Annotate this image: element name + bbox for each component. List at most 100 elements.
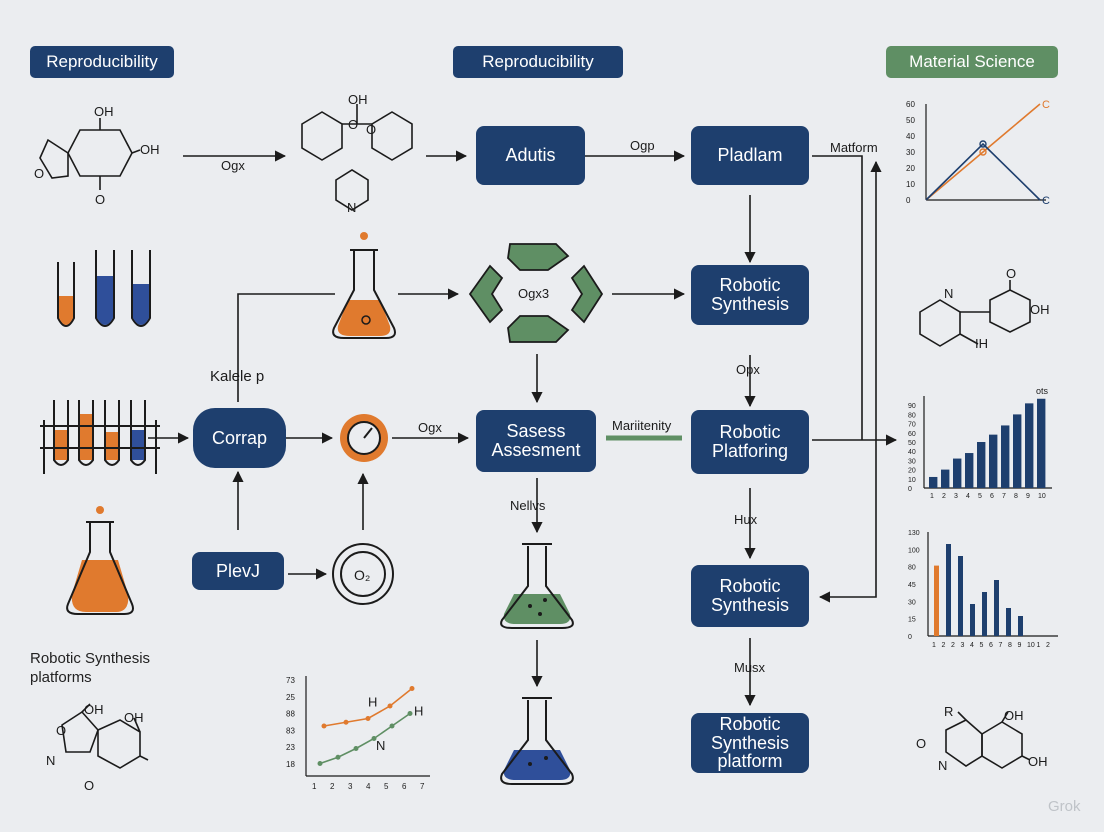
y-tick-label: 60 xyxy=(908,431,916,438)
mol5-label: O xyxy=(916,736,926,751)
bar xyxy=(1018,616,1023,636)
x-tick-label: 7 xyxy=(999,642,1003,649)
mol4-label: OH xyxy=(124,710,144,725)
molecule-4 xyxy=(61,703,149,769)
x-tick-label: 8 xyxy=(1008,642,1012,649)
arrow-corrap-feedback xyxy=(237,293,335,402)
x-tick-label: 4 xyxy=(966,493,970,500)
mol3-label: IH xyxy=(975,336,988,351)
annotation-label: N xyxy=(376,738,385,753)
data-point xyxy=(389,723,395,729)
bar xyxy=(977,442,986,488)
x-tick-label: 3 xyxy=(348,782,353,791)
mol2-label: OH xyxy=(348,92,368,107)
data-point xyxy=(387,703,393,709)
bar xyxy=(1025,403,1034,488)
data-point xyxy=(407,711,413,716)
bar xyxy=(989,434,998,488)
edge-label-o2: O₂ xyxy=(354,567,370,583)
bar xyxy=(953,458,962,488)
series-label: H xyxy=(414,704,423,719)
mol3-label: N xyxy=(944,286,953,301)
mol2-label: O xyxy=(366,122,376,137)
connectors xyxy=(148,150,898,707)
bar xyxy=(1006,608,1011,636)
y-tick-label: 30 xyxy=(906,148,915,157)
molecule-1 xyxy=(39,118,141,190)
y-tick-label: 18 xyxy=(286,760,295,769)
x-tick-label: 2 xyxy=(330,782,335,791)
x-tick-label: 4 xyxy=(970,642,974,649)
node-robotic-synthesis-2: Robotic Synthesis xyxy=(691,565,809,627)
mol5-label: N xyxy=(938,758,947,773)
x-tick-label: 9 xyxy=(1018,642,1022,649)
edge-label-hux: Hux xyxy=(734,512,758,527)
y-tick-label: 90 xyxy=(908,403,916,410)
x-tick-label: 10 xyxy=(1027,642,1035,649)
data-point xyxy=(371,736,377,741)
y-tick-label: 30 xyxy=(908,458,916,465)
node-corrap: Corrap xyxy=(193,408,286,468)
node-pladlam: Pladlam xyxy=(691,126,809,185)
molecule-2-labels: OH O O N xyxy=(347,92,376,215)
molecule-5 xyxy=(945,711,1031,769)
series-end-label: C xyxy=(1042,99,1050,111)
x-tick-label: 6 xyxy=(402,782,407,791)
mol1-label: OH xyxy=(94,104,114,119)
x-tick-label: 1 xyxy=(312,782,317,791)
header-material-science: Material Science xyxy=(886,46,1058,78)
mol1-label: O xyxy=(95,192,105,207)
bar xyxy=(1001,425,1010,488)
header-reproducibility-left: Reproducibility xyxy=(30,46,174,78)
y-tick-label: 0 xyxy=(908,634,912,641)
node-robotic-synthesis-1: Robotic Synthesis xyxy=(691,265,809,325)
y-tick-label: 25 xyxy=(286,693,295,702)
bar xyxy=(946,544,951,636)
node-adutis: Adutis xyxy=(476,126,585,185)
edge-label-ogx3: Ogx3 xyxy=(518,286,549,301)
edge-label-musx: Musx xyxy=(734,660,766,675)
x-tick-label: 2 xyxy=(942,642,946,649)
bar xyxy=(1013,414,1022,488)
edge-label-ogp: Ogp xyxy=(630,138,655,153)
x-tick-label: 6 xyxy=(989,642,993,649)
mol4-label: OH xyxy=(84,702,104,717)
x-tick-label: 2 xyxy=(942,493,946,500)
molecule-5-labels: R OH O N OH xyxy=(916,704,1048,773)
edge-label-mariitenity: Mariitenity xyxy=(612,418,672,433)
bar xyxy=(929,476,938,488)
edge-label-ogx: Ogx xyxy=(221,158,245,173)
caption-robotic-synthesis: Robotic Synthesis platforms xyxy=(30,650,151,686)
header-reproducibility-center: Reproducibility xyxy=(453,46,623,78)
edge-label-nellvs: Nellvs xyxy=(510,498,546,513)
edge-label-opx: Opx xyxy=(736,362,760,377)
bar xyxy=(970,604,975,636)
y-tick-label: 30 xyxy=(908,599,916,606)
test-tubes-icon xyxy=(57,250,151,327)
data-point xyxy=(365,716,371,721)
data-point xyxy=(343,719,349,725)
flask-orange-left-icon xyxy=(66,506,134,615)
flask-orange-top-icon xyxy=(332,232,396,339)
data-point xyxy=(409,686,415,691)
x-tick-label: 9 xyxy=(1026,493,1030,500)
x-tick-label: 7 xyxy=(1002,493,1006,500)
node-robotic-platforing: Robotic Platforing xyxy=(691,410,809,474)
y-tick-label: 80 xyxy=(908,565,916,572)
bar xyxy=(958,556,963,636)
molecule-1-labels: OH OH O O xyxy=(34,104,160,207)
recycle-icon xyxy=(468,243,604,343)
series-line xyxy=(925,142,1041,201)
edge-label-kalele: Kalele p xyxy=(210,368,264,385)
mol4-label: O xyxy=(84,778,94,793)
series-label: H xyxy=(368,695,377,710)
x-tick-label: 1 xyxy=(1037,642,1041,649)
x-tick-label: 2 xyxy=(1046,642,1050,649)
x-tick-label: 1 xyxy=(930,493,934,500)
molecule-4-labels: OH O N OH O xyxy=(46,702,144,793)
y-tick-label: 60 xyxy=(906,100,915,109)
mol2-label: N xyxy=(347,200,356,215)
